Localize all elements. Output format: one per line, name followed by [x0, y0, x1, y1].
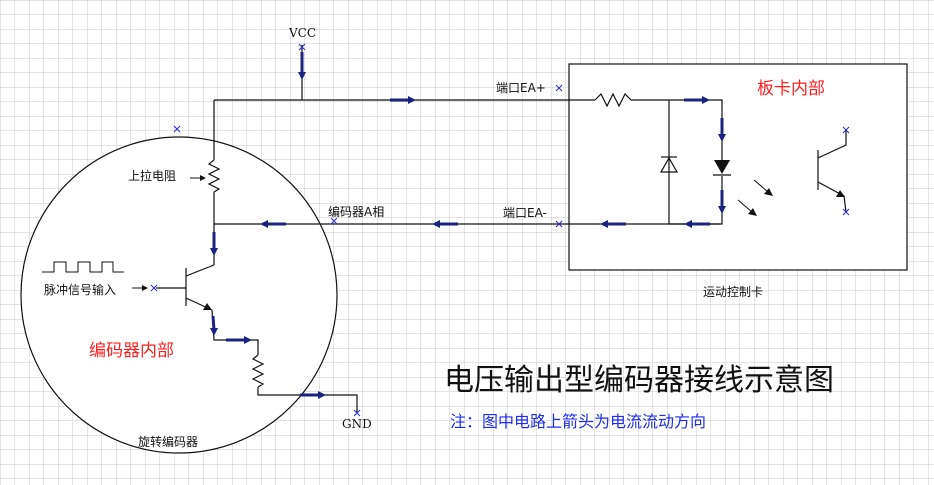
marker [150, 284, 158, 292]
marker [353, 409, 361, 417]
encoder-internal-label: 编码器内部 [89, 341, 174, 361]
emitter-resistor [251, 354, 265, 388]
marker [555, 84, 563, 92]
current-arrow-vcc-head [298, 72, 306, 80]
current-arrow-card-down-2-head [718, 206, 726, 214]
encoder-circle [20, 136, 338, 454]
phototransistor-collector [817, 130, 847, 159]
card-input-resistor [594, 92, 632, 108]
diagram-note: 注：图中电路上箭头为电流流动方向 [450, 412, 706, 431]
current-arrow-a-left-head [260, 220, 268, 228]
connection-markers [150, 43, 850, 417]
gnd-label: GND [342, 417, 372, 431]
emitter-arrowhead [203, 303, 212, 310]
current-arrow-a-right-head [432, 220, 440, 228]
marker [330, 217, 338, 225]
phototransistor-arrowhead [836, 190, 845, 197]
diagram-title: 电压输出型编码器接线示意图 [444, 363, 834, 398]
encoder-a-phase-label: 编码器A相 [328, 204, 384, 219]
marker [298, 43, 306, 51]
light-ray-1-head [764, 188, 773, 196]
current-arrow-emitter-head [210, 328, 218, 336]
current-arrows [210, 52, 726, 399]
rotary-encoder-label: 旋转编码器 [138, 434, 198, 449]
pulse-waveform [42, 261, 124, 273]
current-arrow-port-minus-head [600, 220, 608, 228]
current-arrow-emitter [211, 315, 216, 331]
marker [842, 208, 850, 216]
marker [842, 126, 850, 134]
motion-card-label: 运动控制卡 [703, 285, 763, 299]
port-ea-minus-label: 端口EA- [503, 206, 547, 220]
vcc-label: VCC [288, 26, 316, 40]
current-arrow-top-head [408, 96, 416, 104]
pullup-pointer-head [200, 175, 206, 181]
pullup-resistor-label: 上拉电阻 [128, 168, 176, 183]
light-ray-2-head [748, 208, 757, 216]
current-arrow-emitter-right-head [244, 336, 252, 344]
light-ray-2 [737, 199, 753, 213]
pulse-input-label: 脉冲信号输入 [44, 282, 116, 297]
current-arrow-collector-head [210, 248, 218, 256]
optocoupler-led [714, 160, 730, 174]
protection-diode [659, 156, 679, 173]
motion-card-box [568, 63, 908, 271]
current-arrow-gnd-head [318, 391, 326, 399]
transistor-collector [185, 264, 215, 277]
current-arrow-card-bottom-head [684, 220, 692, 228]
board-internal-label: 板卡内部 [757, 79, 825, 99]
pulse-pointer-head [142, 285, 148, 291]
marker [173, 125, 181, 133]
pullup-resistor [207, 159, 221, 193]
port-ea-plus-label: 端口EA+ [496, 81, 546, 95]
current-arrow-card-down-1-head [718, 134, 726, 142]
light-ray-1 [753, 179, 769, 193]
marker [555, 220, 563, 228]
current-arrow-card-top-head [702, 96, 710, 104]
